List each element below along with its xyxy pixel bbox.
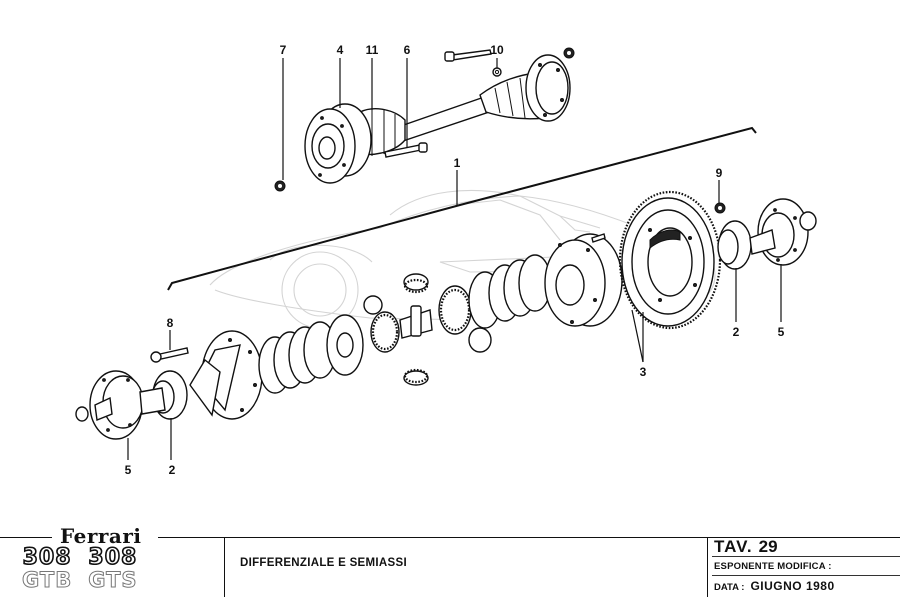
exploded-parts-diagram: 7 4 11 6 10 1 9 8 2 5 3 5 2 [75, 43, 817, 477]
callout-4: 4 [337, 43, 344, 57]
table-number: 29 [758, 537, 778, 556]
callout-8: 8 [167, 316, 174, 330]
title-block-rule-left [0, 537, 52, 538]
callout-6: 6 [404, 43, 411, 57]
model-badge: 308 GTS [88, 545, 138, 592]
callout-10: 10 [490, 43, 504, 57]
modification-label: ESPONENTE MODIFICA : [714, 561, 832, 572]
model-variant: GTB [21, 568, 73, 592]
callout-9: 9 [716, 166, 723, 180]
model-number: 308 [88, 545, 138, 570]
table-label: TAV. [714, 537, 753, 556]
title-block-divider [707, 537, 708, 597]
callout-3: 3 [640, 365, 647, 379]
callout-11: 11 [366, 43, 379, 57]
brand-logo: Ferrari [60, 524, 142, 548]
title-block: Ferrari 308 GTB 308 GTS DIFFERENZIALE E … [0, 520, 900, 597]
sheet-description: DIFFERENZIALE E SEMIASSI [240, 557, 407, 569]
callout-5-left: 5 [125, 463, 132, 477]
model-badge: 308 GTB [21, 545, 73, 592]
model-badges: 308 GTB 308 GTS [21, 545, 138, 592]
callout-5-right: 5 [778, 325, 785, 339]
differential-assembly [75, 190, 817, 440]
sheet-info: TAV. 29 ESPONENTE MODIFICA : DATA : GIUGNO… [712, 537, 900, 596]
callout-2-right: 2 [733, 325, 740, 339]
model-number: 308 [22, 545, 72, 570]
date-value: GIUGNO 1980 [750, 579, 835, 593]
date-row: DATA : GIUGNO 1980 [712, 576, 900, 596]
callout-2-left: 2 [169, 463, 176, 477]
modification-row: ESPONENTE MODIFICA : [712, 557, 900, 576]
half-shaft-assembly [274, 47, 575, 192]
callout-7: 7 [280, 43, 287, 57]
callout-1: 1 [454, 156, 461, 170]
assembly-bracket-line [167, 126, 757, 291]
date-label: DATA : [714, 582, 745, 593]
title-block-divider [224, 537, 225, 597]
callout-labels: 7 4 11 6 10 1 9 8 2 5 3 5 2 [125, 43, 785, 477]
leader-lines [127, 58, 782, 460]
table-number-row: TAV. 29 [712, 537, 900, 557]
title-block-rule [158, 537, 900, 538]
model-variant: GTS [88, 568, 138, 592]
